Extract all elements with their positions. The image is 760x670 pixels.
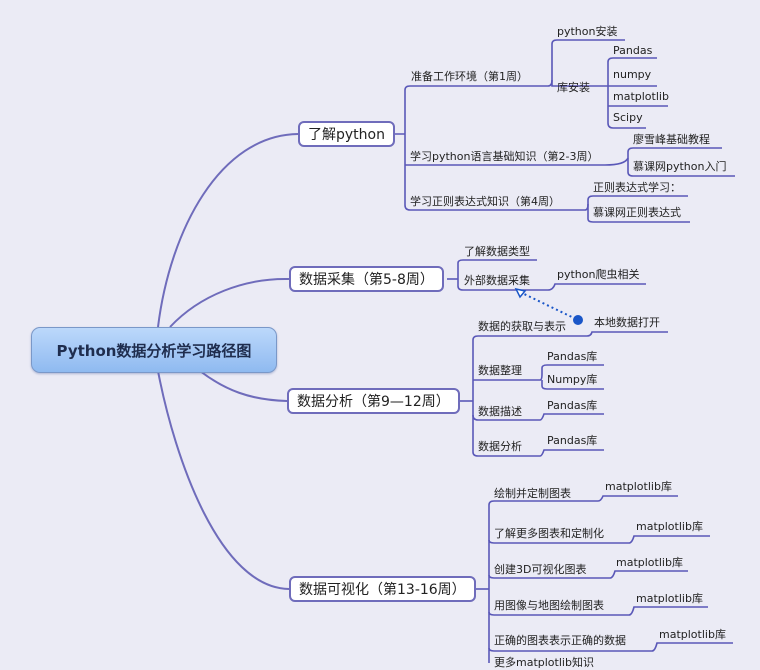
topic-prepare-env[interactable]: 准备工作环境（第1周） [411,70,528,83]
topic-matplotlib-lib-5[interactable]: matplotlib库 [659,628,726,641]
topic-regex-learning[interactable]: 正则表达式学习： [593,181,681,194]
branch-label: 数据可视化（第13-16周） [299,582,466,598]
topic-pandas-lib-2[interactable]: Pandas库 [547,399,598,412]
topic-pandas-lib-3[interactable]: Pandas库 [547,434,598,447]
topic-data-cleaning[interactable]: 数据整理 [478,364,522,377]
topic-3d-charts[interactable]: 创建3D可视化图表 [494,563,587,576]
branch-data-collection[interactable]: 数据采集（第5-8周） [289,266,444,292]
topic-python-install[interactable]: python安装 [557,25,618,38]
topic-imooc-python[interactable]: 慕课网python入门 [633,160,727,173]
topic-data-analysis-sub[interactable]: 数据分析 [478,440,522,453]
topic-image-map-charts[interactable]: 用图像与地图绘制图表 [494,599,604,612]
topic-matplotlib-lib-1[interactable]: matplotlib库 [605,480,672,493]
root-label: Python数据分析学习路径图 [56,341,252,360]
branch-data-analysis[interactable]: 数据分析（第9—12周） [287,388,460,414]
branch-data-visualization[interactable]: 数据可视化（第13-16周） [289,576,476,602]
topic-local-data-open[interactable]: 本地数据打开 [594,316,660,329]
root-node[interactable]: Python数据分析学习路径图 [31,327,277,373]
topic-regex[interactable]: 学习正则表达式知识（第4周） [410,195,560,208]
topic-data-description[interactable]: 数据描述 [478,405,522,418]
topic-correct-charts[interactable]: 正确的图表表示正确的数据 [494,634,626,647]
topic-lib-install[interactable]: 库安装 [557,81,590,94]
topic-draw-charts[interactable]: 绘制并定制图表 [494,487,571,500]
topic-python-basics[interactable]: 学习python语言基础知识（第2-3周） [410,150,599,163]
topic-pandas-lib-1[interactable]: Pandas库 [547,350,598,363]
topic-liaoxuefeng[interactable]: 廖雪峰基础教程 [633,133,710,146]
topic-external-collection[interactable]: 外部数据采集 [464,274,530,287]
branch-label: 数据分析（第9—12周） [297,394,450,410]
branch-learn-python[interactable]: 了解python [298,121,395,147]
topic-data-acquisition[interactable]: 数据的获取与表示 [478,320,566,333]
topic-matplotlib-lib-4[interactable]: matplotlib库 [636,592,703,605]
topic-pandas[interactable]: Pandas [613,44,653,57]
topic-matplotlib-lib-2[interactable]: matplotlib库 [636,520,703,533]
topic-more-charts[interactable]: 了解更多图表和定制化 [494,527,604,540]
relation-connector[interactable] [514,287,583,325]
topic-more-matplotlib[interactable]: 更多matplotlib知识 [494,656,594,669]
topic-scipy[interactable]: Scipy [613,111,643,124]
topic-data-types[interactable]: 了解数据类型 [464,245,530,258]
topic-matplotlib-lib-3[interactable]: matplotlib库 [616,556,683,569]
branch-label: 了解python [308,127,385,143]
branch-label: 数据采集（第5-8周） [299,272,434,288]
topic-numpy-lib[interactable]: Numpy库 [547,373,598,386]
topic-matplotlib[interactable]: matplotlib [613,90,669,103]
topic-python-crawler[interactable]: python爬虫相关 [557,268,640,281]
topic-imooc-regex[interactable]: 慕课网正则表达式 [593,206,681,219]
topic-numpy[interactable]: numpy [613,68,652,81]
